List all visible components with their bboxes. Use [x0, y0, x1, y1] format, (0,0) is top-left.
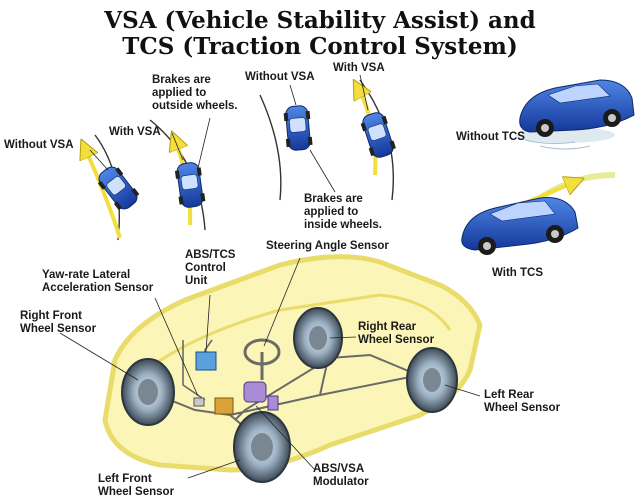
label-right-front-sensor: Right Front Wheel Sensor: [20, 310, 97, 335]
leader-right-rear: [329, 336, 357, 339]
leader-left-rear: [444, 384, 481, 397]
tcs-illustrations: [461, 79, 635, 255]
leader-steering: [263, 257, 301, 347]
understeer-scenario: [85, 117, 211, 241]
abs-vsa-modulator: [214, 381, 279, 415]
label-brakes-outside: Brakes are applied to outside wheels.: [152, 74, 238, 112]
car-with-tcs: [461, 172, 616, 255]
leader-left-front: [187, 459, 241, 479]
car-without-vsa-left: [97, 166, 140, 211]
label-right-rear-sensor: Right Rear Wheel Sensor: [358, 321, 435, 346]
leader-brakes-inside: [309, 149, 336, 193]
label-with-tcs: With TCS: [492, 267, 543, 279]
car-without-tcs: [515, 79, 635, 150]
leader-modulator: [255, 405, 316, 471]
car-with-vsa-mid: [360, 112, 396, 158]
label-without-tcs: Without TCS: [456, 131, 525, 143]
oversteer-scenario: [259, 74, 396, 201]
label-left-front-sensor: Left Front Wheel Sensor: [98, 473, 175, 498]
label-left-rear-sensor: Left Rear Wheel Sensor: [484, 389, 561, 414]
leader-with-vsa-left: [171, 132, 184, 161]
label-steering-angle-sensor: Steering Angle Sensor: [266, 240, 389, 252]
car-with-vsa-left: [174, 162, 206, 208]
leader-brakes-outside: [197, 117, 211, 169]
left-rear-wheel: [406, 347, 458, 413]
road-curve-mid: [259, 94, 282, 201]
brake-lines: [149, 349, 431, 441]
label-brakes-inside: Brakes are applied to inside wheels.: [304, 193, 382, 231]
label-without-vsa-left: Without VSA: [4, 139, 74, 151]
label-without-vsa-mid: Without VSA: [245, 71, 315, 83]
right-rear-wheel: [293, 307, 343, 369]
car-without-vsa-mid: [283, 105, 313, 151]
chassis-outline: [102, 254, 483, 473]
label-with-vsa-mid: With VSA: [333, 62, 385, 74]
label-yaw-rate-sensor: Yaw-rate Lateral Acceleration Sensor: [42, 269, 154, 294]
label-abs-vsa-modulator: ABS/VSA Modulator: [313, 463, 369, 488]
label-with-vsa-left: With VSA: [109, 126, 161, 138]
right-front-wheel: [121, 358, 175, 426]
abs-tcs-control-unit: [195, 351, 217, 371]
leader-without-vsa-left: [89, 149, 109, 171]
leader-yaw-rate: [154, 297, 199, 397]
leader-right-front: [59, 332, 139, 381]
title-line-2: TCS (Traction Control System): [122, 33, 518, 60]
yaw-rate-sensor: [193, 397, 205, 407]
steering-wheel: [243, 338, 281, 380]
leader-abs-tcs: [205, 294, 211, 353]
title-line-1: VSA (Vehicle Stability Assist) and: [104, 7, 536, 34]
chassis-cutaway: [59, 254, 483, 483]
left-front-wheel: [233, 411, 291, 483]
leader-without-vsa-mid: [289, 84, 297, 106]
leader-with-vsa-mid: [359, 74, 369, 111]
label-abs-tcs-unit: ABS/TCS Control Unit: [185, 249, 236, 287]
path-arrow-without-vsa: [85, 148, 122, 239]
